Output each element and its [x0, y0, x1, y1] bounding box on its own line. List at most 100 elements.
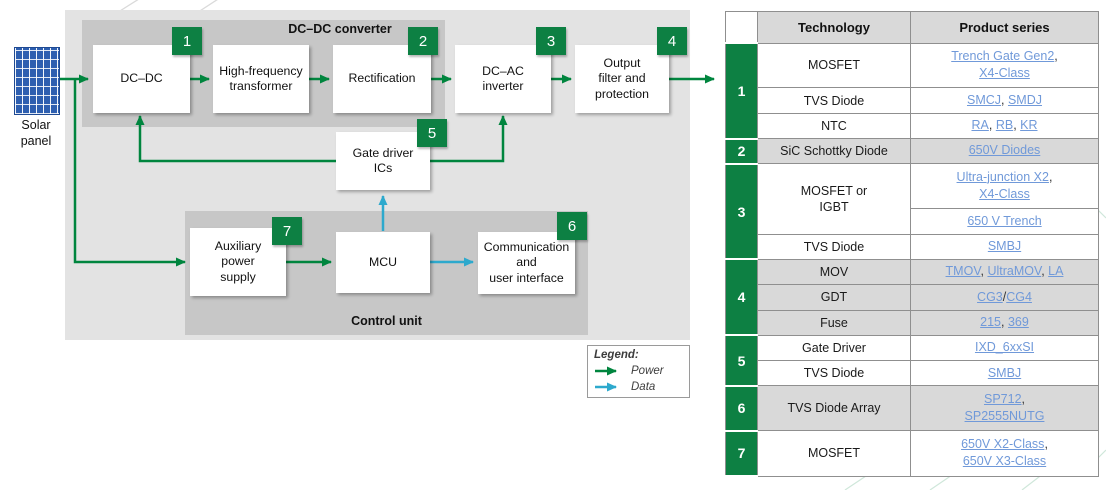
- group-number-cell: 5: [725, 334, 758, 387]
- badge-1: 1: [172, 27, 202, 55]
- group-number-cell: 4: [725, 258, 758, 337]
- technology-cell: GDT: [757, 284, 911, 311]
- product-series-cell: 650V X2-Class, 650V X3-Class: [910, 430, 1099, 477]
- product-series-cell: RA, RB, KR: [910, 112, 1099, 140]
- product-link[interactable]: IXD_6xxSI: [974, 340, 1035, 355]
- product-series-cell: Ultra-junction X2, X4-Class: [910, 163, 1099, 210]
- product-separator: ,: [1054, 48, 1058, 63]
- technology-cell: MOSFET: [757, 430, 911, 477]
- product-link[interactable]: 215: [980, 314, 1002, 329]
- product-link[interactable]: 650V Diodes: [968, 143, 1041, 158]
- box-communication: Communication and user interface: [478, 232, 575, 294]
- box-gate-driver-ics: Gate driver ICs: [336, 132, 430, 190]
- product-link[interactable]: Ultra-junction X2: [956, 169, 1049, 184]
- product-link[interactable]: UltraMOV: [987, 264, 1042, 279]
- product-link[interactable]: X4-Class: [979, 187, 1030, 202]
- product-separator: ,: [1001, 92, 1008, 107]
- technology-cell: Gate Driver: [757, 334, 911, 362]
- technology-cell: TVS Diode: [757, 87, 911, 114]
- group-number-cell: 3: [725, 162, 758, 261]
- product-link[interactable]: CG3: [977, 289, 1003, 304]
- product-link[interactable]: RB: [995, 118, 1014, 133]
- product-series-cell: 650 V Trench: [910, 208, 1099, 235]
- product-series-cell: SP712, SP2555NUTG: [910, 385, 1099, 432]
- product-separator: ,: [1013, 118, 1021, 133]
- col-header-product-series: Product series: [910, 11, 1099, 44]
- product-series-cell: IXD_6xxSI: [910, 334, 1099, 362]
- product-separator: ,: [1001, 314, 1008, 329]
- product-link[interactable]: 369: [1007, 314, 1029, 329]
- product-separator: ,: [1048, 169, 1053, 184]
- product-link[interactable]: 650 V Trench: [967, 213, 1042, 228]
- product-series-cell: Trench Gate Gen2, X4-Class: [910, 42, 1099, 89]
- product-link[interactable]: RA: [971, 118, 989, 133]
- product-link[interactable]: SP2555NUTG: [964, 409, 1045, 424]
- product-separator: ,: [1041, 264, 1049, 279]
- product-link[interactable]: 650V X3-Class: [962, 454, 1047, 469]
- product-link[interactable]: LA: [1048, 264, 1064, 279]
- legend-box: Legend: Power Data: [587, 345, 690, 398]
- technology-cell: NTC: [757, 112, 911, 140]
- solar-panel-label: Solar panel: [20, 118, 52, 149]
- box-rectification: Rectification: [333, 45, 431, 113]
- product-series-cell: SMCJ, SMDJ: [910, 87, 1099, 114]
- product-separator: ,: [988, 118, 996, 133]
- box-output-filter: Output filter and protection: [575, 45, 669, 113]
- box-mcu: MCU: [336, 232, 430, 293]
- product-link[interactable]: SMBJ: [987, 365, 1022, 380]
- data-arrow-icon: [595, 382, 617, 392]
- legend-data-label: Data: [631, 381, 656, 393]
- product-series-cell: CG3/CG4: [910, 284, 1099, 311]
- group-number-cell: 7: [725, 429, 758, 478]
- table-corner-cell: [725, 11, 758, 44]
- box-aux-power-supply: Auxiliary power supply: [190, 228, 286, 296]
- technology-cell: MOSFET: [757, 42, 911, 89]
- control-unit-title: Control unit: [351, 314, 422, 328]
- legend-item-power: Power: [594, 363, 683, 379]
- product-link[interactable]: SMBJ: [987, 239, 1022, 254]
- table-row: TVS Diode SMBJ: [726, 360, 1099, 387]
- product-separator: ,: [980, 264, 988, 279]
- product-separator: ,: [1021, 391, 1025, 406]
- technology-cell: Fuse: [757, 309, 911, 336]
- col-header-technology: Technology: [757, 11, 911, 44]
- product-link[interactable]: TMOV: [945, 264, 981, 279]
- badge-3: 3: [536, 27, 566, 55]
- product-link[interactable]: X4-Class: [979, 66, 1030, 81]
- badge-4: 4: [657, 27, 687, 55]
- technology-cell: TVS Diode: [757, 360, 911, 387]
- product-link[interactable]: Trench Gate Gen2: [951, 48, 1055, 63]
- badge-6: 6: [557, 212, 587, 240]
- product-series-cell: TMOV, UltraMOV, LA: [910, 258, 1099, 286]
- product-link[interactable]: SP712: [983, 391, 1022, 406]
- product-series-cell: SMBJ: [910, 233, 1099, 260]
- product-link[interactable]: KR: [1020, 118, 1038, 133]
- group-number-cell: 1: [725, 42, 758, 140]
- technology-cell: TVS Diode Array: [757, 385, 911, 432]
- group-number-cell: 6: [725, 384, 758, 432]
- product-link[interactable]: SMDJ: [1007, 92, 1042, 107]
- product-separator: ,: [1044, 436, 1048, 451]
- table-row: Fuse 215, 369: [726, 309, 1099, 336]
- table-header-row: Technology Product series: [725, 11, 1099, 44]
- product-link[interactable]: SMCJ: [966, 92, 1002, 107]
- badge-7: 7: [272, 217, 302, 245]
- product-link[interactable]: CG4: [1006, 289, 1032, 304]
- badge-5: 5: [417, 119, 447, 147]
- technology-cell: SiC Schottky Diode: [757, 138, 911, 165]
- product-link[interactable]: 650V X2-Class: [961, 436, 1045, 451]
- table-row: 650 V Trench: [726, 208, 1099, 235]
- technology-cell: MOSFET or IGBT: [757, 163, 911, 235]
- technology-cell: MOV: [757, 258, 911, 286]
- dcdc-converter-title: DC–DC converter: [288, 22, 392, 36]
- box-dc-dc: DC–DC: [93, 45, 190, 113]
